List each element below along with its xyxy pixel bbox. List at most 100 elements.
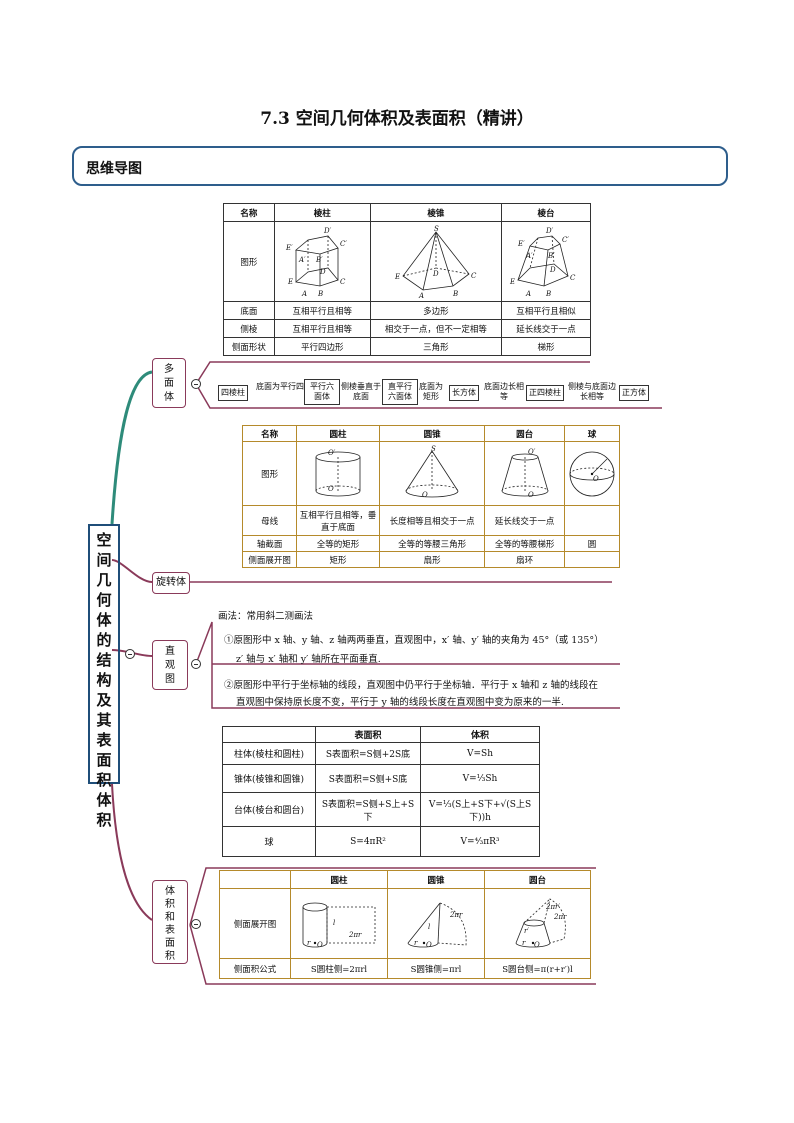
table-cell: V=⅓Sh bbox=[420, 764, 540, 793]
mindmap-root: 空间几何体的结构及其表面积体积 bbox=[88, 524, 120, 829]
table-cell: S圆台侧=π(r+r′)l bbox=[484, 958, 591, 979]
collapse-icon[interactable] bbox=[191, 919, 201, 929]
row-label: 侧面展开图 bbox=[219, 888, 291, 959]
table-cell: 互相平行且相等 bbox=[273, 301, 371, 320]
chain-link: 底面为平行四边形 bbox=[256, 382, 320, 391]
table-header: 体积 bbox=[420, 726, 540, 743]
fig-label: 2πr bbox=[348, 931, 362, 939]
fig-label: C bbox=[340, 278, 346, 286]
table-cell: 扇环 bbox=[484, 551, 565, 568]
cone-figure: S O bbox=[378, 441, 486, 506]
fig-label: A bbox=[301, 290, 307, 298]
chain-box: 直平行六面体 bbox=[382, 379, 418, 405]
row-label: 侧棱 bbox=[223, 319, 275, 338]
fig-label: A′ bbox=[525, 252, 533, 260]
fig-label: D′ bbox=[323, 227, 332, 235]
unfold-cylinder-figure: l 2πr r O bbox=[290, 888, 388, 959]
table-header: 圆台 bbox=[484, 425, 565, 442]
table-cell: 圆 bbox=[564, 535, 620, 552]
table-cell: 梯形 bbox=[501, 337, 591, 356]
node-label: 多面体 bbox=[164, 364, 174, 403]
table-cell: S圆锥侧=πrl bbox=[387, 958, 485, 979]
chain-box: 四棱柱 bbox=[218, 385, 248, 401]
fig-label: E bbox=[287, 278, 293, 286]
table-cell: 全等的等腰梯形 bbox=[484, 535, 565, 552]
lateral-area-table: 圆柱 圆锥 圆台 侧面展开图 l 2πr r O bbox=[219, 870, 591, 979]
table-cell: 矩形 bbox=[296, 551, 380, 568]
node-volume[interactable]: 体积和表面积 bbox=[152, 880, 188, 964]
fig-label: C′ bbox=[562, 236, 569, 244]
fig-label: O bbox=[328, 485, 334, 493]
row-label: 底面 bbox=[223, 301, 275, 320]
cylinder-figure: O′ O bbox=[296, 441, 380, 506]
row-label: 图形 bbox=[223, 221, 275, 302]
node-polyhedron[interactable]: 多面体 bbox=[152, 358, 186, 408]
table-cell: 多边形 bbox=[369, 301, 503, 320]
fig-label: C bbox=[471, 272, 477, 280]
row-label: 柱体(棱柱和圆柱) bbox=[222, 742, 316, 765]
sphere-figure: O bbox=[564, 441, 620, 506]
fig-label: l bbox=[333, 919, 335, 927]
node-label: 体积和表面积 bbox=[165, 886, 175, 962]
fig-label: 2πr bbox=[553, 913, 567, 921]
table-cell: S=4πR² bbox=[315, 826, 421, 857]
table-header: 棱锥 bbox=[369, 203, 503, 222]
fig-label: E′ bbox=[285, 244, 293, 252]
chain-box: 正方体 bbox=[619, 385, 649, 401]
fig-label: r bbox=[522, 939, 526, 947]
table-header: 圆台 bbox=[484, 870, 591, 889]
row-label: 图形 bbox=[241, 441, 298, 506]
polyhedron-table: 名称 棱柱 棱锥 棱台 图形 D′ C′ E′ A′ B′ bbox=[223, 203, 591, 356]
fig-label: O bbox=[534, 941, 540, 949]
table-header: 圆锥 bbox=[378, 425, 486, 442]
fig-label: O bbox=[317, 941, 323, 949]
collapse-icon[interactable] bbox=[191, 379, 201, 389]
intuitive-rule-2: ②原图形中平行于坐标轴的线段，直观图中仍平行于坐标轴．平行于 x 轴和 z 轴的… bbox=[224, 680, 598, 691]
chain-link: 侧棱与底面边长相等 bbox=[568, 382, 616, 401]
table-cell bbox=[564, 505, 620, 536]
table-header: 圆柱 bbox=[296, 425, 380, 442]
intuitive-rule-1b: z′ 轴与 x′ 轴和 y′ 轴所在平面垂直. bbox=[236, 654, 381, 665]
node-rotation[interactable]: 旋转体 bbox=[152, 572, 190, 594]
row-label: 锥体(棱锥和圆锥) bbox=[222, 764, 316, 793]
chain-link: 底面为矩形 bbox=[419, 382, 443, 401]
fig-label: r′ bbox=[524, 927, 529, 935]
fig-label: E′ bbox=[517, 240, 525, 248]
formula-table: 表面积 体积 柱体(棱柱和圆柱) S表面积=S侧+2S底 V=Sh 锥体(棱锥和… bbox=[222, 726, 540, 857]
fig-label: D bbox=[549, 266, 556, 274]
table-cell: 相交于一点，但不一定相等 bbox=[369, 319, 503, 338]
unfold-cone-figure: 2πr l r O bbox=[387, 888, 485, 959]
fig-label: E bbox=[394, 273, 400, 281]
row-label: 球 bbox=[222, 826, 316, 857]
fig-label: S bbox=[431, 445, 436, 453]
fig-label: O′ bbox=[528, 448, 536, 456]
table-cell: 全等的矩形 bbox=[296, 535, 380, 552]
fig-label: O′ bbox=[328, 449, 336, 457]
unfold-frustum-figure: 2πr′ 2πr r′ r O bbox=[484, 888, 591, 959]
fig-label: A bbox=[418, 292, 424, 300]
node-label: 直观图 bbox=[165, 646, 175, 685]
table-cell: V=⅓(S上+S下+√(S上S下))h bbox=[420, 792, 540, 827]
table-cell: 延长线交于一点 bbox=[484, 505, 565, 536]
fig-label: E bbox=[509, 278, 515, 286]
fig-label: B bbox=[452, 290, 458, 298]
fig-label: B bbox=[317, 290, 323, 298]
rotation-table: 名称 圆柱 圆锥 圆台 球 图形 O′ O bbox=[241, 425, 620, 568]
table-cell: S圆柱侧=2πrl bbox=[290, 958, 388, 979]
table-header: 圆柱 bbox=[290, 870, 388, 889]
fig-label: O bbox=[528, 491, 534, 499]
collapse-icon[interactable] bbox=[191, 659, 201, 669]
table-header bbox=[219, 870, 291, 889]
fig-label: 2πr bbox=[449, 911, 463, 919]
node-intuitive[interactable]: 直观图 bbox=[152, 640, 188, 690]
table-header bbox=[222, 726, 316, 743]
table-header: 表面积 bbox=[315, 726, 421, 743]
fig-label: 2πr′ bbox=[545, 903, 560, 911]
row-label: 轴截面 bbox=[241, 535, 298, 552]
row-label: 台体(棱台和圆台) bbox=[222, 792, 316, 827]
chain-box: 正四棱柱 bbox=[526, 385, 564, 401]
intuitive-rule-2b: 直观图中保持原长度不变，平行于 y 轴的线段长度在直观图中变为原来的一半. bbox=[236, 697, 564, 708]
collapse-icon[interactable] bbox=[125, 649, 135, 659]
row-label: 侧面展开图 bbox=[241, 551, 298, 568]
